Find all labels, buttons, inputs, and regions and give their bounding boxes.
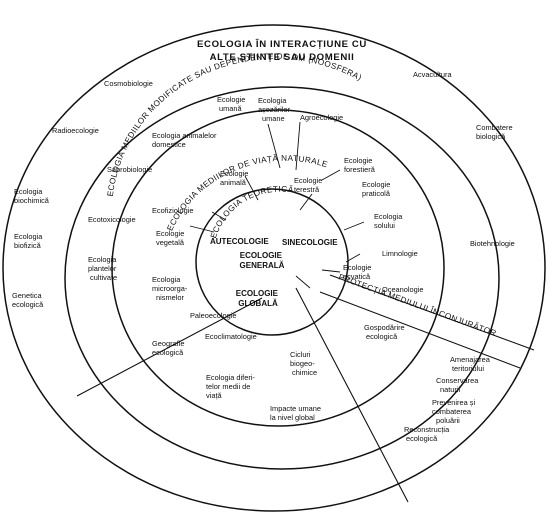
- label-geografie: Geografie ecologică: [152, 339, 187, 357]
- label-medii-de-viata: Ecologia diferi- telor medii de viață: [206, 373, 257, 400]
- arrow-forestiera: [321, 169, 341, 181]
- label-praticola: Ecologie praticolă: [362, 180, 392, 198]
- label-cicluri: Cicluri biogeo- chimice: [290, 350, 317, 377]
- label-combatere: Combatere biologică: [476, 123, 515, 141]
- divider-lower-middle: [295, 287, 409, 503]
- label-ecotoxicologie: Ecotoxicologie: [88, 215, 136, 224]
- natural-environment-ring: [111, 109, 445, 427]
- theoretical-ring-header: ECOLOGIA TEORETICĂ: [209, 184, 295, 239]
- arrow-eco-solului: [343, 221, 365, 231]
- arrow-limnologie: [345, 253, 361, 263]
- label-ecologie-umana: Ecologie umană: [217, 95, 247, 113]
- divider-protection-bottom: [319, 291, 521, 369]
- outer-ring: [2, 24, 546, 512]
- label-cosmobiologie: Cosmobiologie: [104, 79, 153, 88]
- protection-header: PROTECȚIA MEDIULUI ÎNCONJURĂTOR: [337, 271, 498, 338]
- label-biofizica: Ecologia biofizică: [14, 232, 44, 250]
- arrow-eco-animala: [244, 175, 259, 201]
- label-saprobiologie: Saprobiologie: [107, 165, 152, 174]
- label-microorganismelor: Ecologia microorga- nismelor: [152, 275, 189, 302]
- label-terestra: Ecologie terestră: [294, 176, 324, 194]
- label-acvatica: Ecologie acvatică: [343, 263, 373, 281]
- arrow-eco-vegetala: [189, 225, 215, 233]
- outer-title-line1: ECOLOGIA ÎN INTERACȚIUNE CU: [197, 38, 367, 50]
- label-paleoecologie: Paleoecologie: [190, 311, 236, 320]
- divider-lower-left: [76, 297, 263, 397]
- label-agroecologie: Agroecologie: [300, 113, 343, 122]
- label-reconstructia: Reconstrucția ecologică: [404, 425, 451, 443]
- label-prevenirea: Prevenirea și combaterea poluării: [432, 398, 477, 425]
- label-conservarea: Conservarea naturii: [436, 376, 480, 394]
- label-gospodarire: Gospodărire ecologică: [364, 323, 407, 341]
- label-sinecologie: SINECOLOGIE: [282, 238, 338, 247]
- label-asezarilor: Ecologia așezărilor umane: [258, 96, 292, 123]
- label-solului: Ecologia solului: [374, 212, 404, 230]
- arrow-ecofiziologie: [211, 211, 227, 221]
- divider-protection-top: [329, 274, 535, 351]
- label-ecoclimatologie: Ecoclimatologie: [205, 332, 257, 341]
- arrow-eco-terestra: [299, 193, 313, 211]
- modified-environment-ring: [64, 86, 500, 470]
- label-acvacultura: Acvacultura: [413, 70, 453, 79]
- theoretical-ecology-ring: [195, 188, 349, 336]
- label-vegetala: Ecologie vegetală: [156, 229, 186, 247]
- outer-title-line2: ALTE ȘTIINȚE SAU DOMENII: [210, 52, 355, 63]
- label-amenajarea: Amenajarea teritoriului: [450, 355, 492, 373]
- label-forestiera: Ecologie forestieră: [344, 156, 376, 174]
- label-ecologie-generala: ECOLOGIE GENERALĂ: [240, 251, 285, 270]
- label-limnologie: Limnologie: [382, 249, 418, 258]
- arrow-eco-acvatica: [321, 269, 341, 273]
- arrow-eco-generala: [295, 275, 311, 289]
- arrow-asezari: [267, 123, 281, 169]
- label-impacte: Impacte umane la nivel global: [270, 404, 323, 422]
- label-autecologie: AUTECOLOGIE: [210, 237, 269, 246]
- label-radioecologie: Radioecologie: [52, 126, 99, 135]
- label-animalelor-domestice: Ecologia animalelor domestice: [152, 131, 219, 149]
- label-ecofiziologie: Ecofiziologie: [152, 206, 194, 215]
- label-biochimica: Ecologia biochimică: [14, 187, 50, 205]
- arrow-agroecologie: [295, 121, 301, 171]
- label-biotehnologie: Biotehnologie: [470, 239, 515, 248]
- label-animala: Ecologie animală: [220, 169, 250, 187]
- label-ecologie-globala: ECOLOGIE GLOBALĂ: [236, 289, 280, 308]
- label-oceanologie: Oceanologie: [382, 285, 424, 294]
- label-plantelor-cultivate: Ecologia plantelor cultivate: [88, 255, 118, 282]
- label-genetica: Genetica ecologică: [12, 291, 44, 309]
